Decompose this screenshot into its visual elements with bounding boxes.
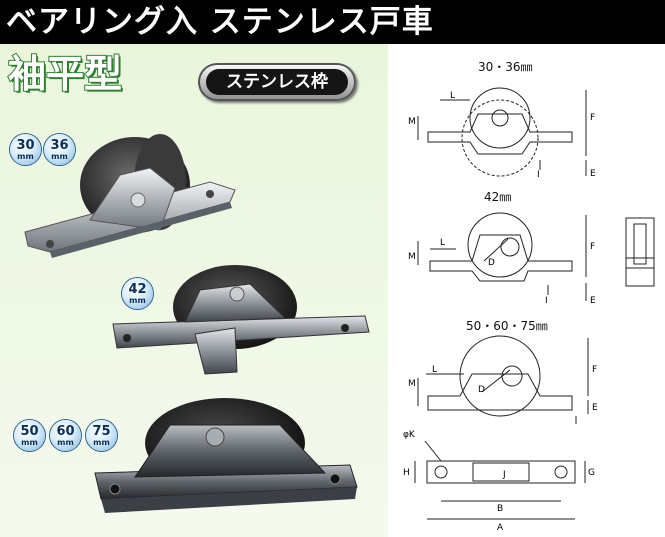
label-m: M [408, 252, 416, 262]
label-d: D [478, 385, 485, 395]
diagram-title-42: 42㎜ [484, 190, 512, 204]
diagram-50-60-75: L M D F E [408, 335, 598, 424]
diagram-plan-view: φK H J G B A [403, 430, 595, 533]
page-title: ベアリング入 ステンレス戸車 [6, 4, 434, 40]
diagram-42: L M D F E I [408, 212, 596, 306]
label-i: I [545, 296, 548, 306]
size-badge-unit: mm [21, 438, 38, 447]
size-badge-number: 42 [128, 282, 147, 297]
size-badge-unit: mm [57, 438, 74, 447]
label-e: E [590, 169, 596, 179]
size-badge-75: 75 mm [86, 420, 117, 451]
page-header: ベアリング入 ステンレス戸車 [0, 0, 665, 44]
size-badge-unit: mm [17, 152, 34, 161]
size-badge-60: 60 mm [50, 420, 81, 451]
size-badge-number: 50 [20, 424, 39, 439]
size-badge-unit: mm [129, 296, 146, 305]
label-f: F [592, 365, 597, 375]
size-badge-number: 75 [92, 424, 111, 439]
size-badge-number: 30 [16, 138, 35, 153]
product-photo-large-roller [94, 398, 358, 513]
diagram-title-30-36: 30・36㎜ [478, 60, 533, 74]
label-l: L [440, 238, 445, 248]
label-e: E [592, 403, 598, 413]
size-badge-36: 36 mm [44, 134, 75, 165]
label-l: L [450, 91, 455, 101]
size-badge-42: 42 mm [122, 278, 153, 309]
size-badge-number: 60 [56, 424, 75, 439]
size-badge-unit: mm [51, 152, 68, 161]
stainless-frame-badge: ステンレス枠 [198, 63, 356, 101]
diagram-side-view [625, 217, 655, 287]
label-a: A [497, 523, 504, 533]
product-photo-42-roller [112, 265, 370, 375]
label-j: J [502, 470, 506, 480]
size-badge-30: 30 mm [10, 134, 41, 165]
label-m: M [408, 379, 416, 389]
diagram-30-36: L M F E I [408, 87, 596, 180]
size-badge-50: 50 mm [14, 420, 45, 451]
label-i: I [537, 170, 540, 180]
dimension-diagram-panel [388, 44, 665, 537]
label-b: B [497, 504, 503, 514]
size-badge-unit: mm [93, 438, 110, 447]
size-badge-number: 36 [50, 138, 69, 153]
label-f: F [590, 113, 595, 123]
product-photo-small-roller [24, 134, 236, 258]
product-name: 袖平型 [7, 51, 123, 97]
label-d: D [488, 258, 495, 268]
label-g: G [588, 468, 595, 478]
label-l: L [432, 365, 437, 375]
label-e: E [590, 296, 596, 306]
label-phi-k: φK [403, 430, 416, 440]
diagram-title-50-60-75: 50・60・75㎜ [466, 319, 548, 333]
label-h: H [403, 468, 410, 478]
label-f: F [590, 242, 595, 252]
label-m: M [408, 117, 416, 127]
frame-badge-label: ステンレス枠 [206, 69, 348, 95]
